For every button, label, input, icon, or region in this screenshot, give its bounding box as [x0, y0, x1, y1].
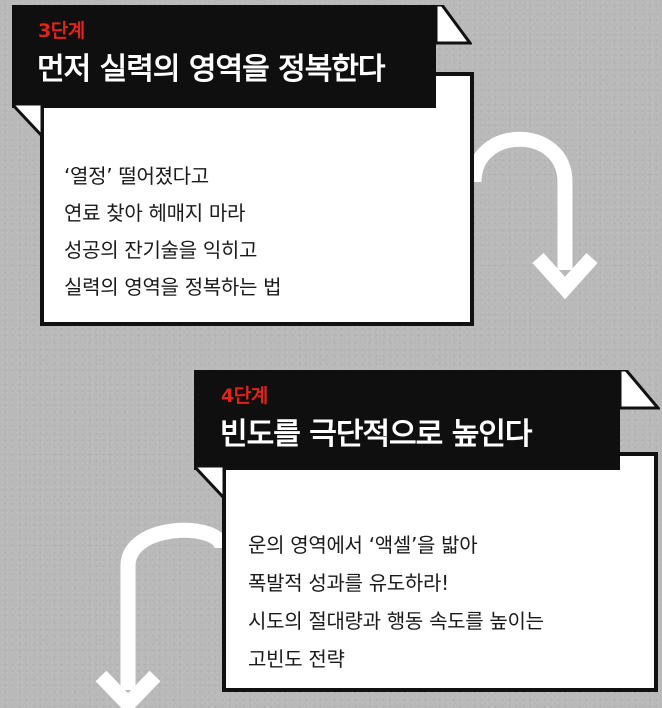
description-line: ‘열정’ 떨어졌다고: [64, 164, 209, 188]
description-line: 시도의 절대량과 행동 속도를 높이는: [248, 609, 544, 633]
u-turn-down-arrow-icon: [95, 522, 230, 708]
description-line: 실력의 영역을 정복하는 법: [64, 275, 282, 299]
description-line: 운의 영역에서 ‘액셀’을 밟아: [248, 533, 478, 557]
step-description: 운의 영역에서 ‘액셀’을 밟아 폭발적 성과를 유도하라! 시도의 절대량과 …: [248, 526, 544, 678]
stage-title: 먼저 실력의 영역을 정복한다: [37, 52, 386, 87]
step-banner: [12, 5, 436, 108]
description-line: 성공의 잔기술을 익히고: [64, 238, 258, 262]
description-line: 연료 찾아 헤매지 마라: [64, 201, 246, 225]
u-turn-down-arrow-icon: [466, 131, 598, 300]
folded-corner-icon: [436, 5, 472, 45]
folded-corner-icon: [12, 104, 44, 138]
stage-label: 4단계: [221, 385, 268, 407]
stage-label: 3단계: [38, 20, 85, 42]
folded-corner-icon: [620, 370, 660, 410]
step-body-panel: [40, 72, 474, 326]
step-banner: [194, 370, 620, 470]
stage-title: 빈도를 극단적으로 높인다: [220, 417, 532, 452]
folded-corner-icon: [194, 466, 226, 500]
step-description: ‘열정’ 떨어졌다고 연료 찾아 헤매지 마라 성공의 잔기술을 익히고 실력의…: [64, 158, 282, 306]
description-line: 폭발적 성과를 유도하라!: [248, 571, 449, 595]
description-line: 고빈도 전략: [248, 647, 345, 671]
